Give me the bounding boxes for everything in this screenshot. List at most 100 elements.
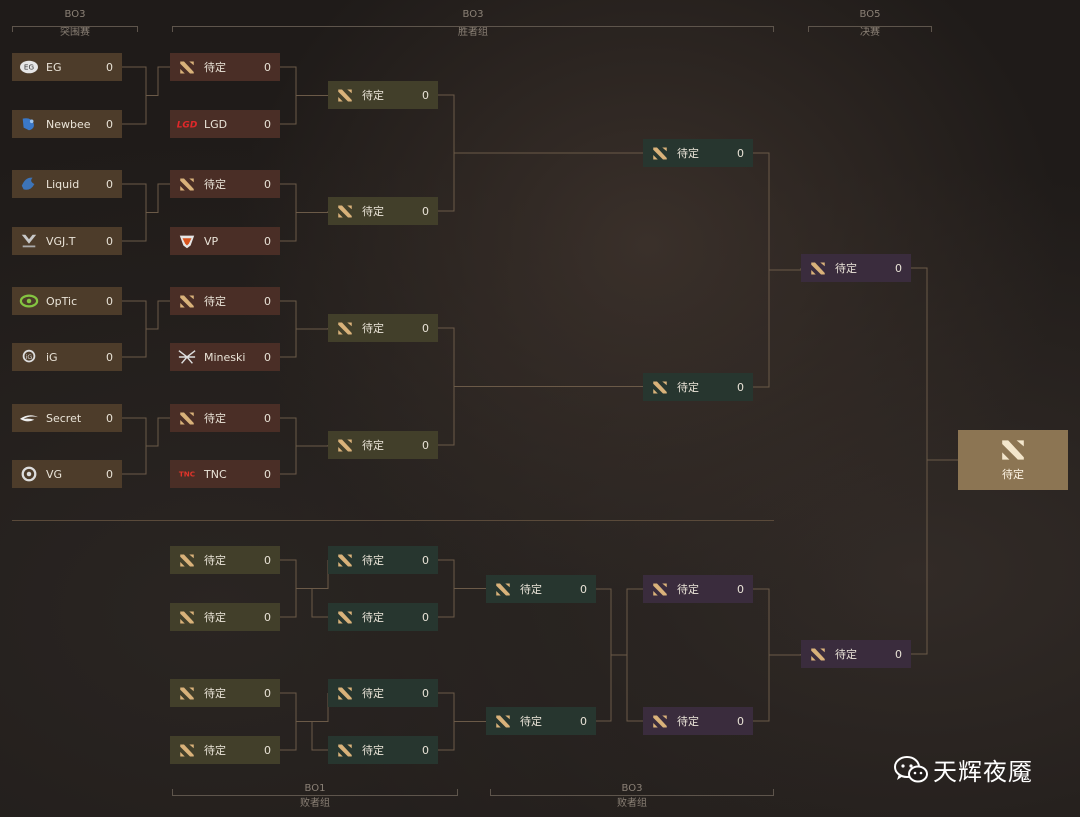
team-score: 0 — [895, 647, 902, 661]
svg-text:LGD: LGD — [177, 121, 198, 131]
upper-r1-slot[interactable]: VP 0 — [170, 227, 280, 255]
dota-logo-icon — [647, 373, 673, 401]
connector-line — [146, 183, 170, 213]
team-score: 0 — [737, 714, 744, 728]
team-name: Newbee — [46, 117, 91, 131]
team-score: 0 — [422, 610, 429, 624]
upper-r1-slot[interactable]: 待定 0 — [170, 287, 280, 315]
team-score: 0 — [737, 380, 744, 394]
team-name: 待定 — [204, 687, 226, 700]
team-score: 0 — [422, 743, 429, 757]
svg-text:TNC: TNC — [179, 470, 195, 479]
connector-line — [122, 66, 147, 125]
team-name: 待定 — [204, 61, 226, 74]
lower-r1-slot[interactable]: 待定 0 — [170, 679, 280, 707]
team-score: 0 — [264, 411, 271, 425]
qualifier-slot[interactable]: Newbee 0 — [12, 110, 122, 138]
team-score: 0 — [106, 411, 113, 425]
final-format: BO5 — [859, 9, 881, 20]
team-name: 待定 — [677, 147, 699, 160]
dota-logo-icon — [332, 603, 358, 631]
upper-r3-slot[interactable]: 待定 0 — [643, 373, 753, 401]
bracket-divider — [12, 520, 774, 521]
team-score: 0 — [264, 294, 271, 308]
dota-logo-icon — [647, 707, 673, 735]
connector-line — [753, 588, 770, 722]
connector-line — [146, 417, 170, 447]
dota-logo-icon — [1002, 440, 1024, 460]
team-name: 待定 — [677, 381, 699, 394]
team-score: 0 — [264, 743, 271, 757]
connector-line — [438, 94, 455, 212]
team-score: 0 — [264, 686, 271, 700]
dota-logo-icon — [332, 197, 358, 225]
team-score: 0 — [264, 234, 271, 248]
lower-r2-format: BO3 — [621, 783, 643, 794]
dota-logo-icon — [174, 546, 200, 574]
upper-bracket-header: BO3 胜者组 — [172, 9, 774, 39]
team-score: 0 — [580, 714, 587, 728]
team-name: Mineski — [204, 350, 246, 364]
tnc-logo-icon: TNC — [174, 460, 200, 488]
connector-line — [438, 559, 455, 618]
connector-line — [611, 588, 643, 656]
team-name: VP — [204, 234, 219, 248]
lower-r1-title: 败者组 — [300, 798, 330, 809]
eg-logo-icon: EG — [16, 53, 42, 81]
team-name: 待定 — [835, 262, 857, 275]
champion-slot[interactable]: 待定 — [958, 430, 1068, 490]
connector-line — [280, 300, 297, 358]
dota-logo-icon — [174, 404, 200, 432]
final-slot[interactable]: 待定 0 — [801, 640, 911, 668]
team-name: 待定 — [835, 648, 857, 661]
connector-line — [438, 327, 455, 446]
connector-line — [596, 655, 612, 722]
team-name: 待定 — [204, 295, 226, 308]
watermark-text: 天辉夜魇 — [933, 758, 1033, 786]
qualifier-header: BO3 突围赛 — [12, 9, 138, 39]
svg-text:EG: EG — [24, 63, 34, 72]
connector-line — [454, 386, 644, 387]
team-name: TNC — [204, 467, 227, 481]
upper-title: 胜者组 — [458, 27, 488, 38]
team-name: 待定 — [362, 322, 384, 335]
team-name: 待定 — [204, 554, 226, 567]
qualifier-format: BO3 — [64, 9, 86, 20]
lower-r1-format: BO1 — [304, 783, 326, 794]
team-name: iG — [46, 350, 58, 364]
dota-logo-icon — [174, 287, 200, 315]
connector-line — [146, 300, 170, 330]
team-score: 0 — [106, 117, 113, 131]
